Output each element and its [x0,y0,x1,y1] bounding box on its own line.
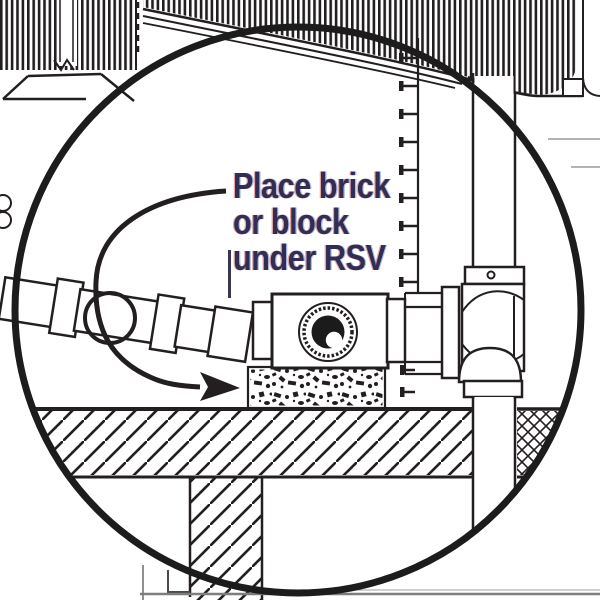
rsv-valve [251,292,407,370]
scan-artifact-line [228,250,231,298]
adjacent-unit [548,0,600,168]
house-siding-panel [0,0,140,72]
curved-arrow [93,188,240,401]
callout-line-3: under RSV [233,237,386,278]
supply-pipe [0,275,255,364]
callout-line-2: or block [233,201,349,242]
condenser-unit [142,0,584,98]
arrowhead [200,372,240,401]
tick-reference-line [399,38,420,397]
left-edge-fitting [0,194,12,229]
valve-port [298,302,358,362]
callout-text: Place brick or block under RSV [233,168,433,276]
magnifier-circle [11,23,585,597]
down-pipe [471,397,517,543]
pipe-nipple [404,291,442,376]
equipment-pad [2,72,135,102]
callout-line-1: Place brick [233,165,390,206]
elbow-fitting [457,346,524,399]
concrete-slab [30,407,580,479]
brick-block [246,365,387,410]
